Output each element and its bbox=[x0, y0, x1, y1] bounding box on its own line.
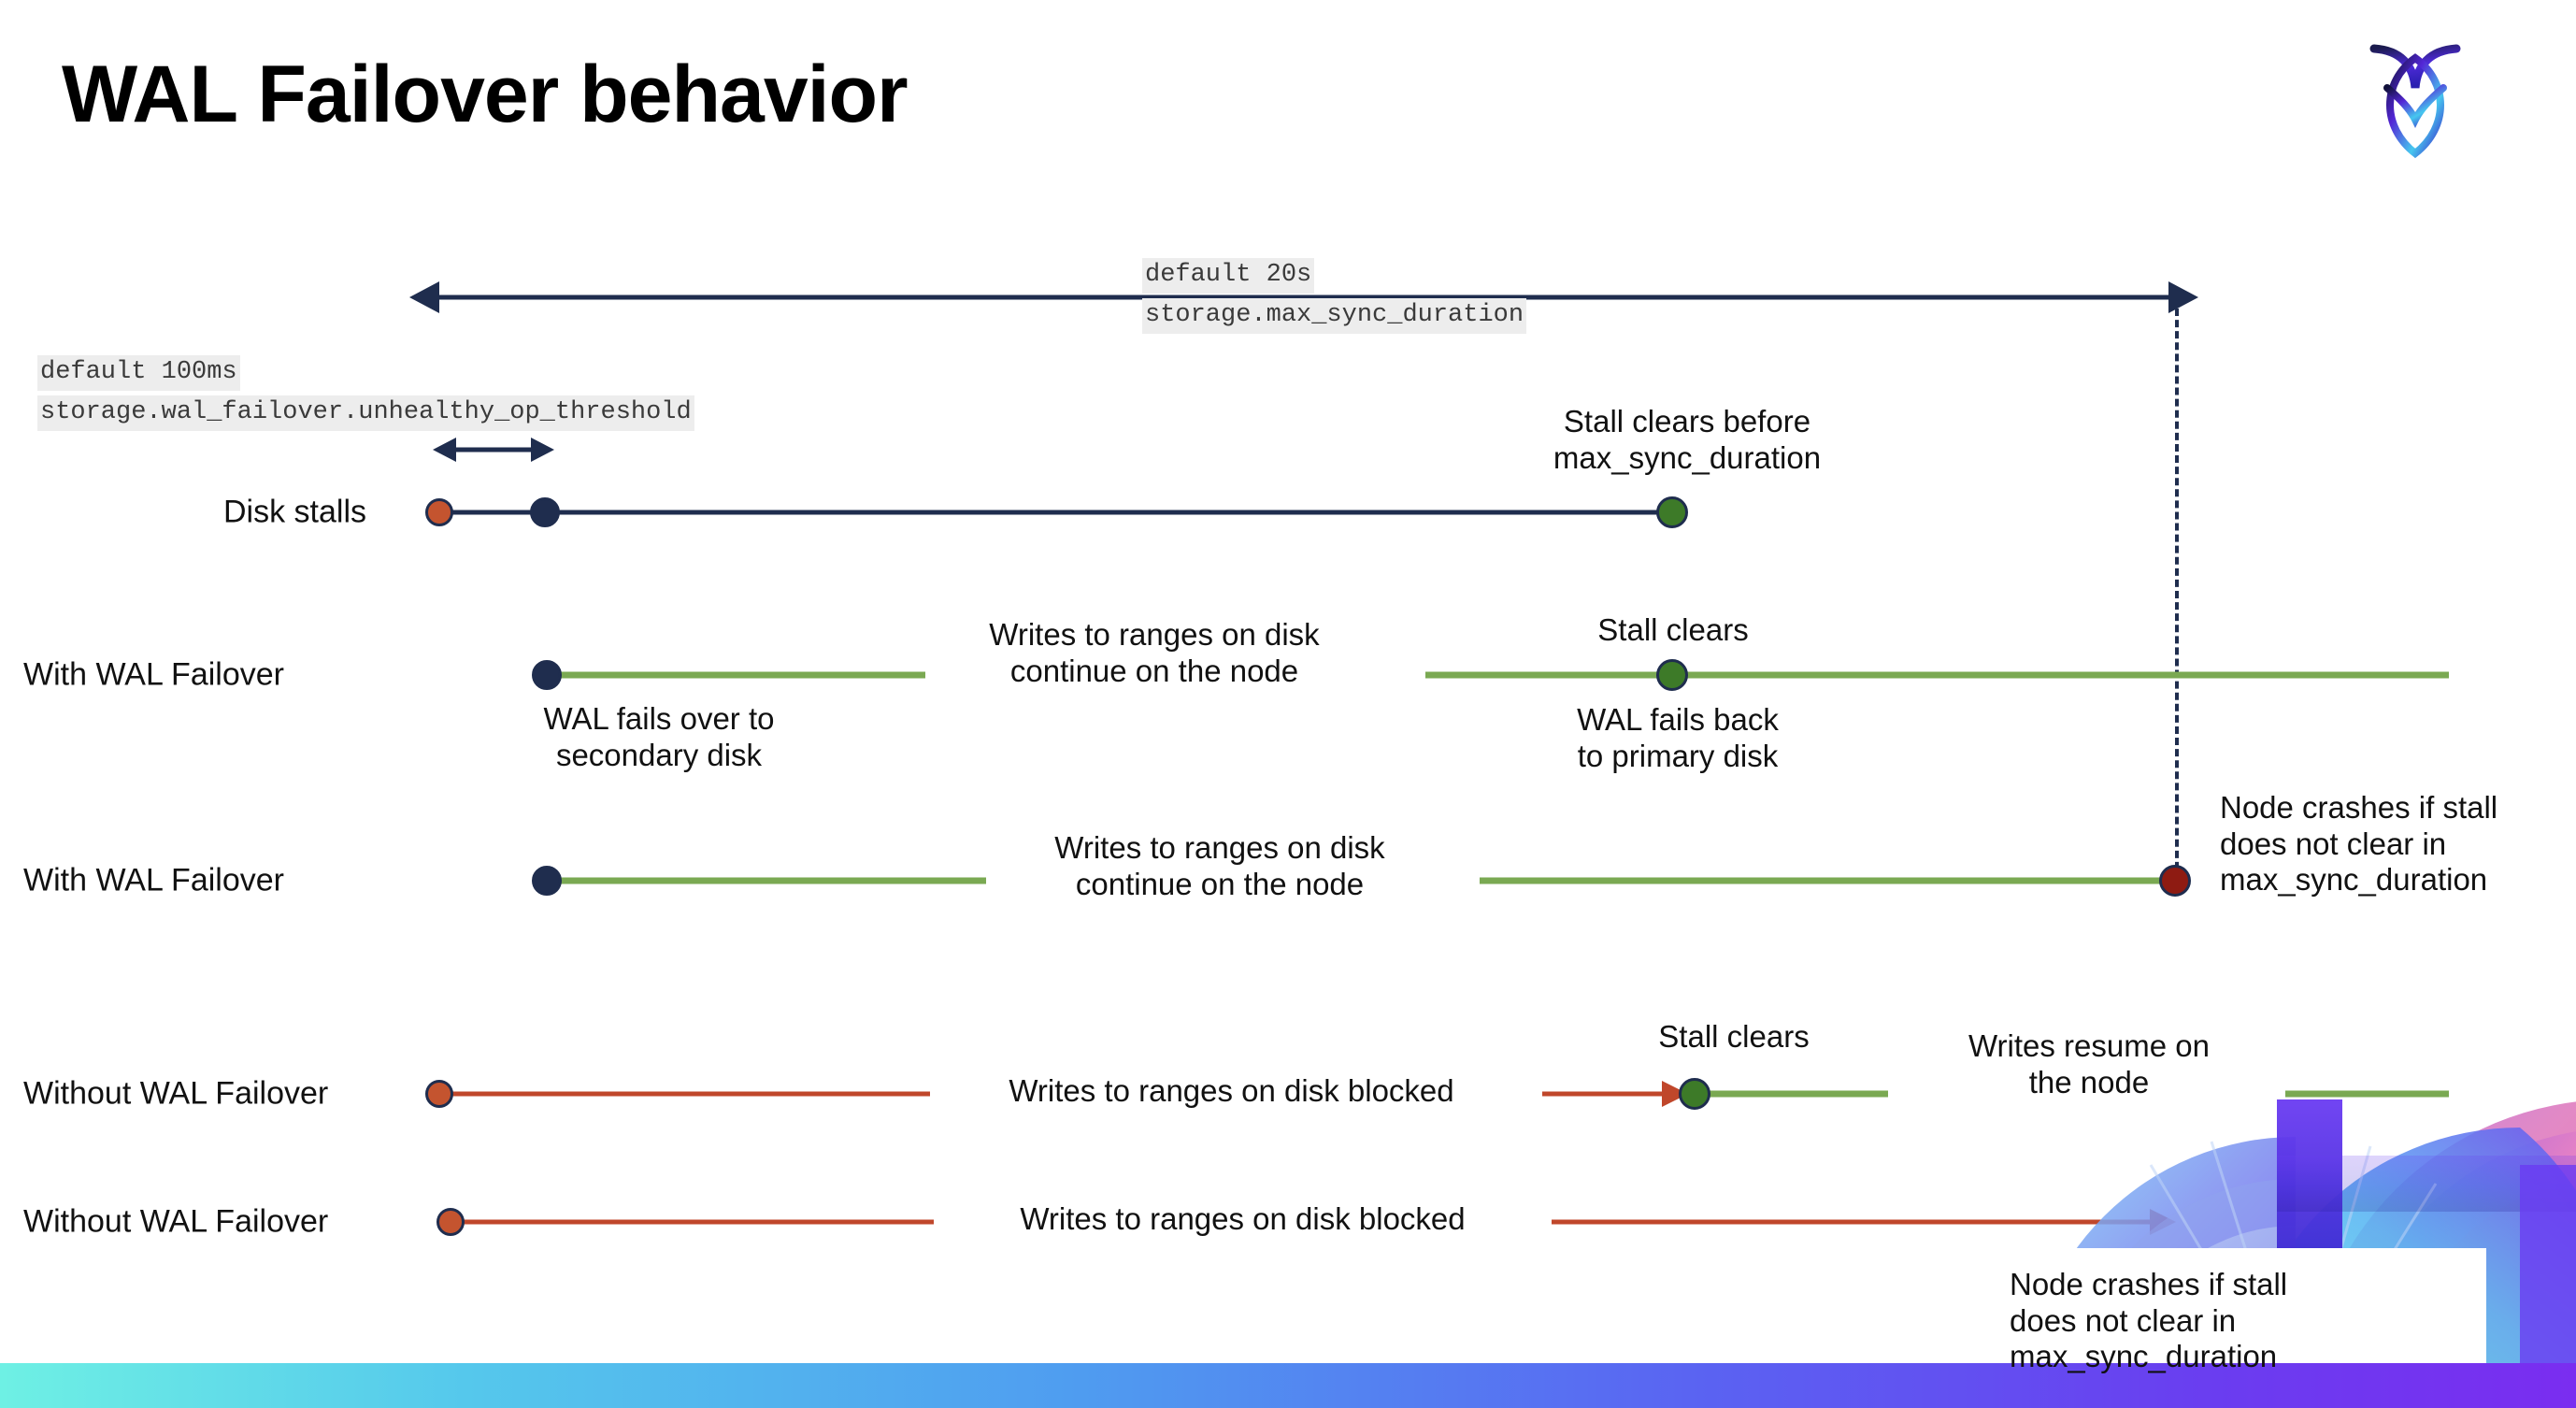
without-wal-failover-2-blocked-a bbox=[457, 1219, 934, 1225]
without-wal-failover-2-arrowhead-icon bbox=[2150, 1209, 2176, 1235]
annotation-stall-clears-3: Stall clears bbox=[1658, 1019, 1810, 1054]
max-sync-duration-guide-line bbox=[2175, 309, 2179, 881]
max-sync-arrowhead-right-icon bbox=[2168, 281, 2198, 313]
annotation-node-crashes-2: Node crashes if stall does not clear in … bbox=[2010, 1267, 2288, 1374]
without-wal-failover-2-blocked-b bbox=[1552, 1219, 2167, 1225]
max-sync-duration-span-line bbox=[439, 295, 2168, 300]
with-wal-failover-2-segment-b bbox=[1480, 877, 2177, 884]
max-sync-arrowhead-left-icon bbox=[409, 281, 439, 313]
unhealthy-arrowhead-left-icon bbox=[433, 438, 456, 462]
without-wal-failover-1-blocked-a bbox=[444, 1091, 930, 1097]
page-title: WAL Failover behavior bbox=[62, 50, 909, 139]
annotation-stall-clears-2: Stall clears bbox=[1597, 612, 1749, 647]
with-wal-failover-2-segment-a bbox=[547, 877, 986, 884]
caption-backdrop bbox=[1963, 1248, 2486, 1368]
row-label-with-wal-failover-1: With WAL Failover bbox=[23, 656, 284, 693]
without-wal-failover-1-resume-b bbox=[2285, 1090, 2449, 1098]
without-wal-failover-1-start-marker[interactable] bbox=[425, 1080, 453, 1108]
annotation-writes-continue-1: Writes to ranges on disk continue on the… bbox=[989, 617, 1320, 688]
annotation-writes-blocked-1: Writes to ranges on disk blocked bbox=[1009, 1073, 1454, 1108]
with-wal-failover-1-segment-b bbox=[1425, 671, 2449, 679]
unhealthy-threshold-setting-label: storage.wal_failover.unhealthy_op_thresh… bbox=[37, 395, 694, 431]
disk-stall-start-marker[interactable] bbox=[425, 498, 453, 526]
with-wal-failover-1-segment-a bbox=[547, 671, 925, 679]
without-wal-failover-1-blocked-b bbox=[1542, 1091, 1678, 1097]
wal-failover-start-marker-2[interactable] bbox=[532, 866, 562, 896]
row-label-with-wal-failover-2: With WAL Failover bbox=[23, 862, 284, 898]
disk-stalls-timeline bbox=[439, 510, 1671, 515]
annotation-stall-clears-before: Stall clears before max_sync_duration bbox=[1553, 404, 1822, 475]
cockroachdb-logo-icon bbox=[2359, 30, 2471, 161]
max-sync-default-label: default 20s bbox=[1142, 258, 1315, 294]
annotation-writes-blocked-2: Writes to ranges on disk blocked bbox=[1020, 1201, 1466, 1236]
row-label-without-wal-failover-2: Without WAL Failover bbox=[23, 1203, 329, 1240]
annotation-node-crashes-1: Node crashes if stall does not clear in … bbox=[2220, 790, 2498, 898]
node-crash-marker-1[interactable] bbox=[2159, 865, 2191, 897]
row-label-disk-stalls: Disk stalls bbox=[223, 494, 367, 530]
annotation-wal-fails-back: WAL fails back to primary disk bbox=[1577, 702, 1779, 773]
without-wal-failover-2-start-marker[interactable] bbox=[436, 1208, 465, 1236]
without-wal-failover-1-resume-a bbox=[1696, 1090, 1888, 1098]
unhealthy-threshold-span-line bbox=[456, 447, 531, 453]
annotation-writes-resume: Writes resume on the node bbox=[1968, 1028, 2210, 1099]
bottom-accent-bar bbox=[0, 1363, 2576, 1408]
row-label-without-wal-failover-1: Without WAL Failover bbox=[23, 1075, 329, 1112]
disk-stall-detected-marker[interactable] bbox=[530, 497, 560, 527]
disk-stall-clears-marker[interactable] bbox=[1656, 496, 1688, 528]
without-wal-failover-1-clears-marker[interactable] bbox=[1679, 1078, 1710, 1110]
unhealthy-arrowhead-right-icon bbox=[531, 438, 554, 462]
wal-failover-start-marker-1[interactable] bbox=[532, 660, 562, 690]
annotation-writes-continue-2: Writes to ranges on disk continue on the… bbox=[1054, 830, 1385, 901]
unhealthy-threshold-default-label: default 100ms bbox=[37, 355, 240, 391]
wal-failback-marker[interactable] bbox=[1656, 659, 1688, 691]
max-sync-setting-label: storage.max_sync_duration bbox=[1142, 298, 1527, 334]
annotation-wal-fails-over: WAL fails over to secondary disk bbox=[543, 701, 775, 772]
